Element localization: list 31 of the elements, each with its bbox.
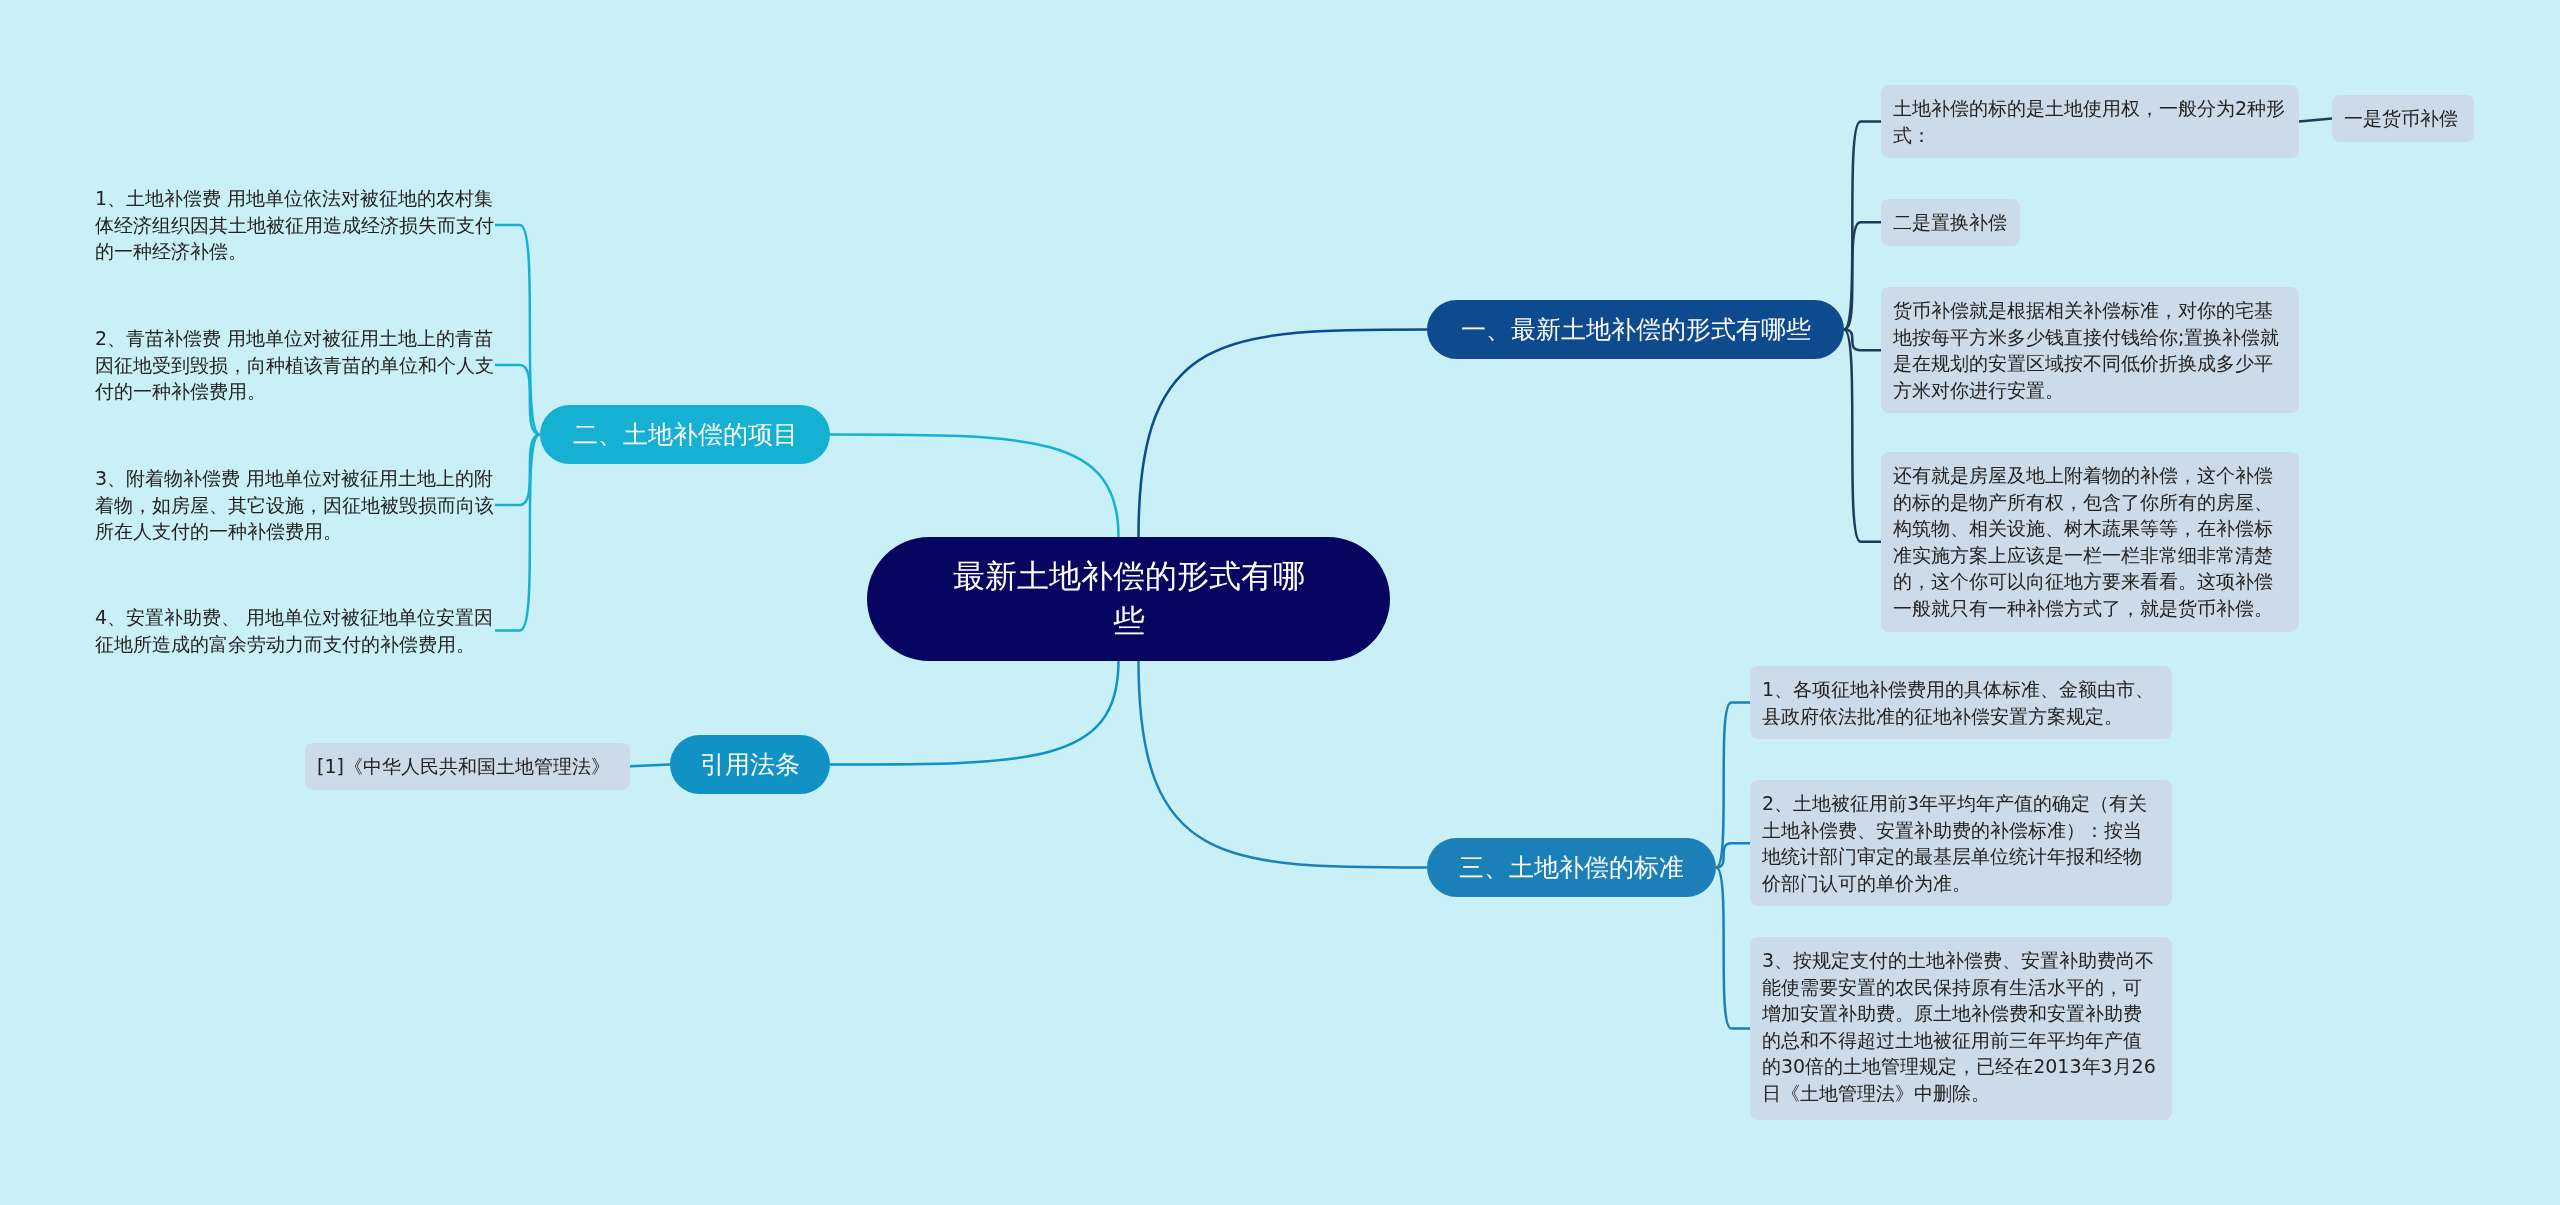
topic-box: 1、各项征地补偿费用的具体标准、金额由市、县政府依法批准的征地补偿安置方案规定。 bbox=[1750, 666, 2172, 740]
topic-box: 一是货币补偿 bbox=[2332, 95, 2474, 142]
branch-topic: 三、土地补偿的标准 bbox=[1427, 838, 1716, 897]
connector-line bbox=[629, 763, 671, 768]
topic-box: 土地补偿的标的是土地使用权，一般分为2种形式： bbox=[1881, 85, 2299, 159]
note-text: 4、安置补助费、 用地单位对被征地单位安置因征地所造成的富余劳动力而支付的补偿费用。 bbox=[95, 604, 495, 658]
connector-line bbox=[495, 223, 541, 436]
note-text: 2、青苗补偿费 用地单位对被征用土地上的青苗因征地受到毁损，向种植该青苗的单位和个人支付的一种补偿费用。 bbox=[95, 325, 495, 405]
connector-line bbox=[1137, 660, 1427, 869]
topic-box: 3、按规定支付的土地补偿费、安置补助费尚不能使需要安置的农民保持原有生活水平的，可增加安置补助费。原土地补偿费和安置补助费的总和不得超过土地被征用前三年平均年产值的30倍的土地管理规定，已经在2013年3月26日《土地管理法》中删除。 bbox=[1750, 937, 2172, 1120]
connector-line bbox=[830, 660, 1120, 766]
connector-line bbox=[830, 433, 1120, 538]
connector-line bbox=[1843, 328, 1881, 544]
note-text: 3、附着物补偿费 用地单位对被征用土地上的附着物，如房屋、其它设施，因征地被毁损而向该所在人支付的一种补偿费用。 bbox=[95, 465, 495, 545]
topic-box: 还有就是房屋及地上附着物的补偿，这个补偿的标的是物产所有权，包含了你所有的房屋、构筑物、相关设施、树木蔬果等等，在补偿标准实施方案上应该是一栏一栏非常细非常清楚的，这个你可以向征地方要来看看。这项补偿一般就只有一种补偿方式了，就是货币补偿。 bbox=[1881, 452, 2299, 632]
connector-line bbox=[1137, 328, 1427, 538]
connector-line bbox=[2298, 117, 2333, 123]
connector-line bbox=[495, 433, 541, 632]
topic-box: [1]《中华人民共和国土地管理法》 bbox=[305, 743, 630, 790]
connector-line bbox=[1843, 120, 1881, 331]
connector-line bbox=[1843, 221, 1881, 331]
topic-box: 2、土地被征用前3年平均年产值的确定（有关土地补偿费、安置补助费的补偿标准）：按当地统计部门审定的最基层单位统计年报和经物价部门认可的单价为准。 bbox=[1750, 780, 2172, 907]
central-topic: 最新土地补偿的形式有哪些 bbox=[867, 537, 1390, 661]
connector-line bbox=[1843, 328, 1881, 352]
topic-box: 二是置换补偿 bbox=[1881, 199, 2020, 246]
branch-topic: 一、最新土地补偿的形式有哪些 bbox=[1427, 300, 1844, 359]
connector-line bbox=[1715, 841, 1750, 869]
topic-box: 货币补偿就是根据相关补偿标准，对你的宅基地按每平方米多少钱直接付钱给你;置换补偿就是在规划的安置区域按不同低价折换成多少平方米对你进行安置。 bbox=[1881, 287, 2299, 414]
note-text: 1、土地补偿费 用地单位依法对被征地的农村集体经济组织因其土地被征用造成经济损失而支付的一种经济补偿。 bbox=[95, 185, 495, 265]
branch-topic: 二、土地补偿的项目 bbox=[540, 405, 830, 464]
branch-topic: 引用法条 bbox=[670, 735, 830, 794]
